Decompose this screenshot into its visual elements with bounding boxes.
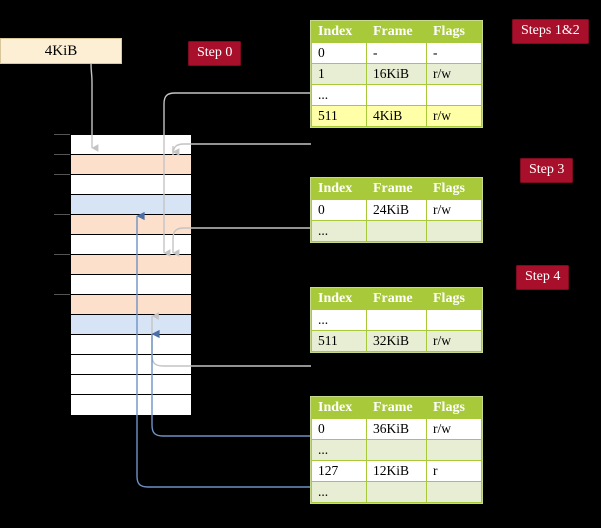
memory-frame-row bbox=[71, 335, 191, 355]
cell-index: ... bbox=[311, 220, 367, 242]
cell-frame: 24KiB bbox=[366, 199, 427, 221]
column-header-frame: Frame bbox=[366, 397, 427, 419]
physical-memory-column bbox=[70, 134, 191, 415]
memory-frame-row bbox=[71, 235, 191, 255]
memory-frame-row bbox=[71, 215, 191, 235]
badge-step-0-label: Step 0 bbox=[197, 45, 233, 60]
memory-frame-tick bbox=[54, 214, 70, 215]
memory-frame-tick bbox=[54, 254, 70, 255]
table-row[interactable]: ... bbox=[311, 481, 482, 503]
cell-index: 0 bbox=[311, 418, 367, 440]
badge-step-4: Step 4 bbox=[516, 265, 570, 290]
cell-flags bbox=[426, 84, 482, 106]
memory-frame-row bbox=[71, 375, 191, 395]
column-header-index: Index bbox=[311, 178, 367, 200]
memory-frame-row bbox=[71, 295, 191, 315]
column-header-index: Index bbox=[311, 288, 367, 310]
wire-pdp-0-to-memory bbox=[172, 227, 311, 257]
table-row[interactable]: ... bbox=[311, 84, 482, 106]
memory-frame-row bbox=[71, 275, 191, 295]
cell-frame: 12KiB bbox=[366, 460, 427, 482]
cell-frame bbox=[366, 481, 427, 503]
cell-index: 1 bbox=[311, 63, 367, 85]
column-header-frame: Frame bbox=[366, 288, 427, 310]
memory-frame-tick bbox=[54, 134, 70, 135]
cell-frame bbox=[366, 309, 427, 331]
cell-flags bbox=[426, 439, 482, 461]
cell-flags: r/w bbox=[426, 330, 482, 352]
memory-frame-tick bbox=[54, 174, 70, 175]
cell-index: ... bbox=[311, 481, 367, 503]
memory-frame-tick bbox=[54, 154, 70, 155]
table-row[interactable]: ... bbox=[311, 439, 482, 461]
cell-frame: 32KiB bbox=[366, 330, 427, 352]
virtual-page-box: 4KiB bbox=[0, 38, 122, 64]
badge-step-4-label: Step 4 bbox=[525, 269, 561, 284]
cell-frame: 16KiB bbox=[366, 63, 427, 85]
memory-frame-row bbox=[71, 315, 191, 335]
cell-flags bbox=[426, 309, 482, 331]
cell-index: 0 bbox=[311, 199, 367, 221]
badge-steps-1-2: Steps 1&2 bbox=[512, 19, 589, 44]
column-header-flags: Flags bbox=[426, 21, 482, 43]
cell-frame: - bbox=[366, 42, 427, 64]
memory-frame-row bbox=[71, 395, 191, 415]
table-row[interactable]: ... bbox=[311, 220, 482, 242]
cell-index: 511 bbox=[311, 330, 367, 352]
cell-index: ... bbox=[311, 439, 367, 461]
cell-frame bbox=[366, 220, 427, 242]
cell-flags bbox=[426, 481, 482, 503]
virtual-page-label: 4KiB bbox=[44, 42, 78, 59]
cell-index: ... bbox=[311, 84, 367, 106]
cell-index: 0 bbox=[311, 42, 367, 64]
column-header-index: Index bbox=[311, 397, 367, 419]
badge-step-3: Step 3 bbox=[520, 158, 574, 183]
memory-frame-row bbox=[71, 175, 191, 195]
badge-steps-1-2-label: Steps 1&2 bbox=[521, 23, 580, 38]
memory-frame-row bbox=[71, 135, 191, 155]
memory-frame-row bbox=[71, 155, 191, 175]
column-header-flags: Flags bbox=[426, 288, 482, 310]
cell-frame: 36KiB bbox=[366, 418, 427, 440]
cell-index: 127 bbox=[311, 460, 367, 482]
cell-frame bbox=[366, 439, 427, 461]
memory-frame-row bbox=[71, 355, 191, 375]
memory-frame-tick bbox=[54, 294, 70, 295]
cell-flags: r/w bbox=[426, 199, 482, 221]
table-row[interactable]: 0-- bbox=[311, 42, 482, 64]
column-header-frame: Frame bbox=[366, 21, 427, 43]
cell-index: ... bbox=[311, 309, 367, 331]
badge-step-0: Step 0 bbox=[188, 41, 242, 66]
cell-flags: r/w bbox=[426, 105, 482, 127]
column-header-index: Index bbox=[311, 21, 367, 43]
column-header-frame: Frame bbox=[366, 178, 427, 200]
cell-flags: r/w bbox=[426, 63, 482, 85]
column-header-flags: Flags bbox=[426, 178, 482, 200]
cell-frame bbox=[366, 84, 427, 106]
cell-index: 511 bbox=[311, 105, 367, 127]
table-row[interactable]: ... bbox=[311, 309, 482, 331]
cell-flags: r/w bbox=[426, 418, 482, 440]
wire-memory-hook-1 bbox=[172, 143, 311, 156]
memory-frame-row bbox=[71, 195, 191, 215]
badge-step-3-label: Step 3 bbox=[529, 162, 565, 177]
memory-frame-row bbox=[71, 255, 191, 275]
cell-flags: - bbox=[426, 42, 482, 64]
cell-flags bbox=[426, 220, 482, 242]
cell-flags: r bbox=[426, 460, 482, 482]
cell-frame: 4KiB bbox=[366, 105, 427, 127]
column-header-flags: Flags bbox=[426, 397, 482, 419]
